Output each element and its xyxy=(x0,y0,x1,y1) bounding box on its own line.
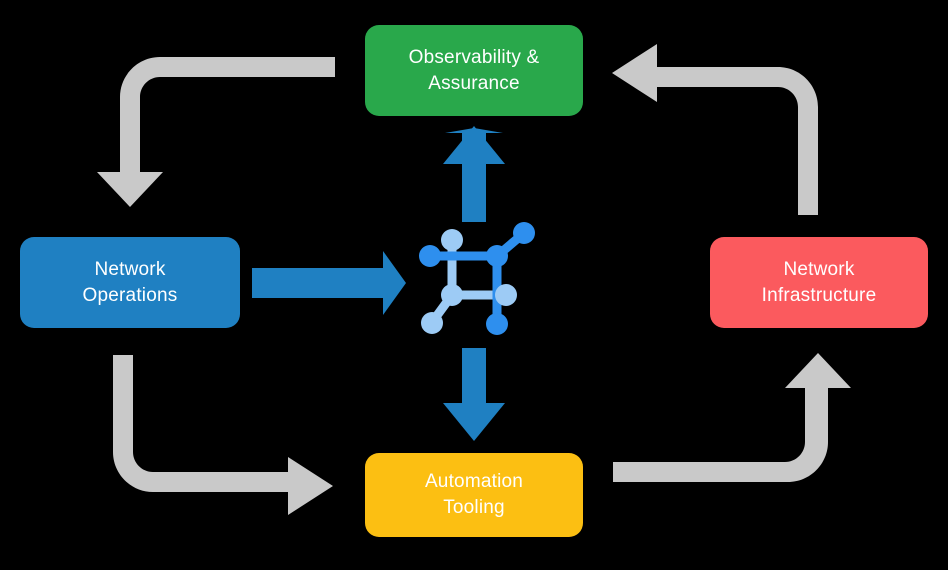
box-infrastructure-label: Network Infrastructure xyxy=(761,258,877,306)
box-network-infrastructure[interactable]: Network Infrastructure xyxy=(710,237,928,328)
center-arrow-down-shaft xyxy=(462,348,486,410)
box-network-operations[interactable]: Network Operations xyxy=(20,237,240,328)
topology-nodes-primary xyxy=(419,222,535,335)
center-arrow-down-head xyxy=(443,403,505,441)
box-automation-tooling[interactable]: Automation Tooling xyxy=(365,453,583,537)
flow-arrow-infrastructure-to-operations xyxy=(612,44,818,215)
center-arrow-up-head xyxy=(443,126,505,164)
center-arrow-up-shaft xyxy=(462,160,486,222)
topology-nodes-secondary xyxy=(421,229,517,334)
flow-arrow-observability-to-operations xyxy=(97,57,335,207)
box-observability-assurance[interactable]: Observability & Assurance xyxy=(365,25,583,116)
flow-arrow-automation-to-infrastructure xyxy=(613,353,851,482)
center-arrow-operations-to-center xyxy=(252,251,406,315)
box-operations-label: Network Operations xyxy=(82,258,178,306)
network-topology-icon xyxy=(419,222,535,335)
box-observability-label: Observability & Assurance xyxy=(408,46,540,94)
box-automation-label: Automation Tooling xyxy=(424,471,524,518)
flow-arrow-operations-to-automation xyxy=(113,355,333,515)
